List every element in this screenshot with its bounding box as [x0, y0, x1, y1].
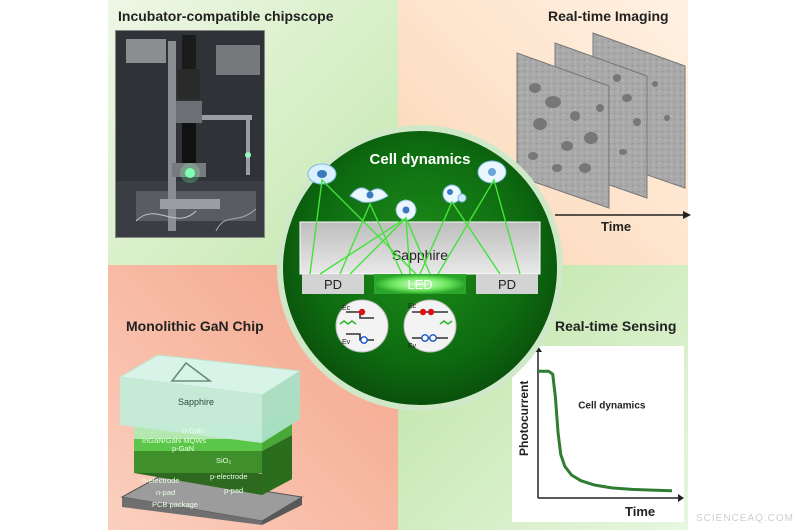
- cell-dynamics-title: Cell dynamics: [370, 151, 471, 168]
- title-gan-chip: Monolithic GaN Chip: [126, 318, 264, 334]
- chip-layer-label-4: SiO₂: [216, 456, 232, 465]
- chart-series: [538, 369, 673, 493]
- title-sensing: Real-time Sensing: [555, 318, 677, 334]
- chip-pcb-side: [122, 497, 262, 525]
- band-left-ev: Ev: [342, 339, 351, 346]
- imaging-arrow-head: [683, 211, 691, 219]
- chip-pcb-edge: [262, 497, 302, 525]
- cell-icon-3-nucleus: [402, 206, 410, 214]
- chip-layer-label-8: n-pad: [156, 488, 175, 497]
- watermark: SCIENCEAQ.COM: [695, 513, 794, 524]
- chip-layer-label-9: PCB package: [152, 500, 198, 509]
- light-rays: [309, 178, 521, 275]
- chart-series-line-0: [538, 369, 673, 493]
- imaging-cells: [528, 74, 670, 173]
- cell-icon-4-nucleus: [447, 189, 453, 195]
- band-right-ec: Ec: [408, 303, 417, 310]
- chipscope-photo: [115, 30, 265, 238]
- chip-layer-label-2: InGaN/GaN MQWs: [142, 436, 206, 445]
- cell-icon-1-nucleus: [317, 170, 327, 178]
- left-pd-label: PD: [324, 277, 342, 292]
- chip-mqw-layer: [134, 439, 262, 451]
- chip-layer-label-5: n-electrode: [142, 476, 180, 485]
- chip-mqw-side: [262, 423, 292, 451]
- sapphire-label: Sapphire: [392, 247, 448, 263]
- sapphire-layer: [299, 221, 541, 275]
- chip-layer-label-6: p-electrode: [210, 472, 248, 481]
- cell-icon-4-bleb: [457, 193, 467, 203]
- band-right-photon: [439, 320, 453, 325]
- band-right-hole-1: [421, 334, 429, 342]
- center-chip-circle: Cell dynamics Sapphire PD LED PD: [277, 125, 563, 411]
- led-label: LED: [407, 277, 432, 292]
- led-block: [374, 274, 466, 294]
- chip-layer-label-3: p-GaN: [172, 444, 194, 453]
- chart-xlabel: Time: [625, 504, 655, 519]
- chart-x-arrow: [678, 494, 684, 502]
- imaging-stack: Time: [516, 32, 691, 234]
- band-left-hole: [360, 336, 368, 344]
- left-pd-block: [302, 274, 364, 294]
- right-pd-label: PD: [498, 277, 516, 292]
- band-diagram-right: [403, 299, 457, 353]
- imaging-time-label: Time: [601, 219, 631, 234]
- cell-icon-2-nucleus: [366, 191, 374, 199]
- chart-ylabel: Photocurrent: [517, 381, 531, 456]
- chip-layer-label-7: p-pad: [224, 486, 243, 495]
- band-left-ec: Ec: [342, 305, 351, 312]
- band-left-electron: [358, 308, 366, 316]
- chip-layer-label-1: n-GaN: [182, 426, 204, 435]
- chip-sio2-side: [262, 435, 292, 495]
- sensing-chart: Time Photocurrent Cell dynamics: [512, 346, 684, 522]
- title-chipscope: Incubator-compatible chipscope: [118, 8, 334, 24]
- band-left-photon: [339, 320, 357, 325]
- cell-icon-5-nucleus: [488, 168, 496, 176]
- chip-sapphire-side: [262, 371, 300, 443]
- chip-sapphire-front: [120, 377, 262, 443]
- right-pd-block: [476, 274, 538, 294]
- band-diagram-left: [335, 299, 389, 353]
- chip-sio2-layer: [134, 451, 262, 473]
- band-right-hole-2: [429, 334, 437, 342]
- title-imaging: Real-time Imaging: [548, 8, 669, 24]
- band-right-electron-2: [427, 308, 435, 316]
- band-right-ev: Ev: [408, 343, 417, 350]
- cell-icons: [307, 160, 507, 221]
- chipscope-photo-drawing: [116, 31, 264, 237]
- chart-background: [512, 346, 684, 522]
- chip-layer-label-0: Sapphire: [178, 397, 214, 407]
- chart-annotation: Cell dynamics: [578, 401, 646, 412]
- band-right-electron-1: [419, 308, 427, 316]
- chip-triangle-mark: [170, 361, 213, 382]
